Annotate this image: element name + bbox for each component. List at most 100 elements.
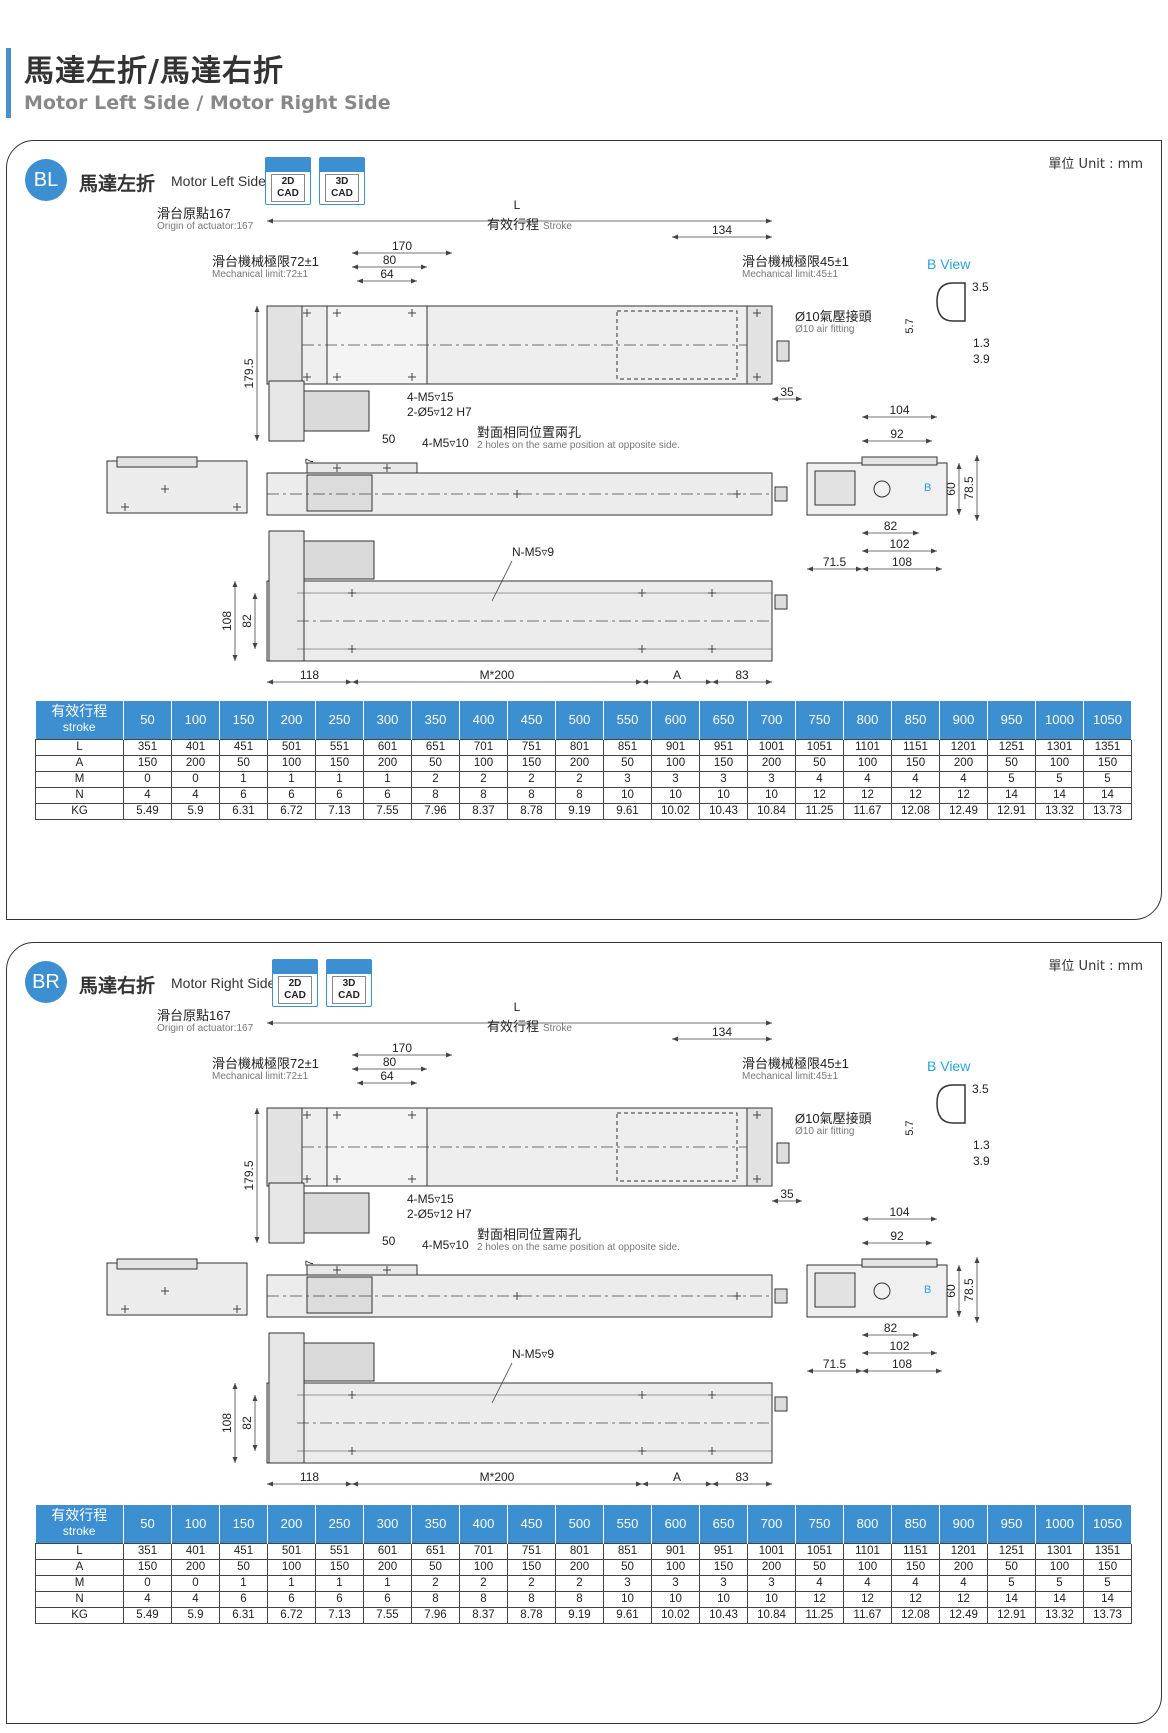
arrow-icon bbox=[956, 509, 962, 515]
dimension-label: 有效行程 bbox=[487, 1019, 539, 1034]
table-cell: 13.32 bbox=[1035, 802, 1084, 820]
table-cell: 150 bbox=[507, 754, 556, 772]
arrow-icon bbox=[862, 1240, 868, 1246]
dimension-label: 92 bbox=[890, 427, 904, 441]
table-cell: 6 bbox=[315, 786, 364, 804]
table-cell: 13.32 bbox=[1035, 1606, 1084, 1624]
table-cell: 8.37 bbox=[459, 802, 508, 820]
dimension-label: 179.5 bbox=[242, 1160, 256, 1190]
table-head-cell: 1050 bbox=[1083, 1505, 1132, 1543]
arrow-icon bbox=[862, 438, 868, 444]
table-row-label: N bbox=[35, 1590, 124, 1608]
table-cell: 150 bbox=[315, 1558, 364, 1576]
arrow-icon bbox=[807, 1368, 813, 1374]
dimension-label: 滑台原點167 bbox=[157, 206, 231, 221]
table-cell: 8 bbox=[507, 1590, 556, 1608]
dimension-label: Mechanical limit:45±1 bbox=[742, 269, 839, 280]
table-cell: 150 bbox=[1083, 1558, 1132, 1576]
arrow-icon bbox=[232, 1383, 238, 1389]
dimension-label: 80 bbox=[383, 253, 397, 267]
table-cell: 10 bbox=[651, 1590, 700, 1608]
arrow-icon bbox=[766, 234, 772, 240]
table-cell: 6.72 bbox=[267, 802, 316, 820]
arrow-icon bbox=[772, 1198, 778, 1204]
arrow-icon bbox=[766, 679, 772, 685]
arrow-icon bbox=[766, 1020, 772, 1026]
table-cell: 200 bbox=[555, 1558, 604, 1576]
air-fitting-icon bbox=[776, 1142, 790, 1164]
table-cell: 11.25 bbox=[795, 1606, 844, 1624]
dimension-label: 83 bbox=[735, 668, 749, 682]
dimension-label: 5.7 bbox=[904, 318, 916, 333]
table-cell: 150 bbox=[891, 754, 940, 772]
table-cell: 100 bbox=[459, 754, 508, 772]
arrow-icon bbox=[446, 250, 452, 256]
table-head-cell: 50 bbox=[123, 701, 172, 739]
table-cell: 0 bbox=[123, 770, 172, 788]
dimension-label: 1.3 bbox=[973, 336, 990, 350]
table-cell: 8.78 bbox=[507, 802, 556, 820]
table-cell: 200 bbox=[747, 754, 796, 772]
table-cell: 851 bbox=[603, 1542, 652, 1560]
table-cell: 451 bbox=[219, 738, 268, 756]
dimension-label: 2 holes on the same position at opposite… bbox=[477, 440, 680, 451]
dimension-label: 3.9 bbox=[973, 352, 990, 366]
motor-icon bbox=[303, 1192, 370, 1234]
table-cell: 50 bbox=[219, 754, 268, 772]
table-cell: 50 bbox=[603, 1558, 652, 1576]
table-cell: 1251 bbox=[987, 1542, 1036, 1560]
dimension-label: Origin of actuator:167 bbox=[157, 1023, 254, 1034]
dimension-label: Origin of actuator:167 bbox=[157, 221, 254, 232]
motor-end-view bbox=[106, 460, 248, 514]
dimension-label: 60 bbox=[944, 482, 958, 496]
dimension-label: M*200 bbox=[480, 1470, 515, 1484]
table-cell: 3 bbox=[747, 1574, 796, 1592]
table-cell: 8 bbox=[411, 786, 460, 804]
dimension-label: Mechanical limit:45±1 bbox=[742, 1071, 839, 1082]
arrow-icon bbox=[352, 250, 358, 256]
arrow-icon bbox=[926, 1240, 932, 1246]
arrow-icon bbox=[862, 566, 868, 572]
dimension-label: 64 bbox=[380, 267, 394, 281]
dimension-label: 2 holes on the same position at opposite… bbox=[477, 1242, 680, 1253]
table-head-cell: 850 bbox=[891, 1505, 940, 1543]
dimension-label: N-M5▿9 bbox=[512, 1347, 554, 1361]
table-cell: 2 bbox=[459, 1574, 508, 1592]
table-cell: 9.19 bbox=[555, 802, 604, 820]
table-head-cell: 250 bbox=[315, 701, 364, 739]
arrow-icon bbox=[421, 1066, 427, 1072]
table-cell: 6 bbox=[267, 1590, 316, 1608]
dimension-label: B View bbox=[927, 1058, 971, 1074]
arrow-icon bbox=[807, 566, 813, 572]
dimension-label: 118 bbox=[300, 668, 319, 682]
arrow-icon bbox=[411, 278, 417, 284]
table-cell: 351 bbox=[123, 1542, 172, 1560]
dimension-label: 78.5 bbox=[962, 476, 976, 500]
stroke-window bbox=[616, 310, 738, 380]
arrow-icon bbox=[352, 264, 358, 270]
table-head-cell: 100 bbox=[171, 701, 220, 739]
stroke-window bbox=[616, 1112, 738, 1182]
table-cell: 10.02 bbox=[651, 1606, 700, 1624]
arrow-icon bbox=[862, 548, 868, 554]
table-cell: 601 bbox=[363, 738, 412, 756]
table-cell: 150 bbox=[699, 754, 748, 772]
dimension-label: B View bbox=[927, 256, 971, 272]
table-cell: 2 bbox=[555, 1574, 604, 1592]
arrow-icon bbox=[232, 655, 238, 661]
table-cell: 14 bbox=[1035, 786, 1084, 804]
arrow-icon bbox=[796, 1198, 802, 1204]
table-row-label: M bbox=[35, 770, 124, 788]
table-cell: 200 bbox=[939, 754, 988, 772]
dimension-label: 82 bbox=[240, 614, 254, 628]
arrow-icon bbox=[642, 679, 648, 685]
